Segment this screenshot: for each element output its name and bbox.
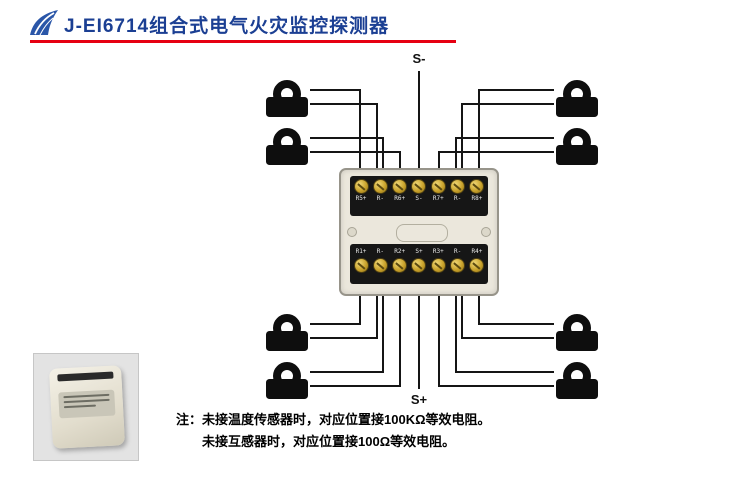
current-transformer-icon	[554, 79, 600, 119]
wire	[310, 89, 361, 178]
current-transformer-icon	[264, 127, 310, 167]
wire	[310, 287, 384, 373]
title-underline	[30, 40, 456, 43]
current-transformer-icon	[554, 361, 600, 401]
bus-label-s-plus: S+	[410, 392, 428, 407]
terminal-label: R2+	[394, 248, 406, 255]
terminal-label: R-	[376, 248, 384, 255]
product-photo	[33, 353, 139, 461]
note-line-2: 未接互感器时，对应位置接100Ω等效电阻。	[202, 434, 456, 449]
screw-row	[350, 256, 488, 273]
terminal-screw	[392, 179, 408, 194]
screw-row	[350, 176, 488, 194]
mounting-hole	[481, 227, 491, 237]
photo-text-line	[63, 393, 110, 399]
terminal-screw	[449, 258, 465, 273]
terminal-screw	[449, 179, 465, 194]
terminal-screw	[373, 258, 389, 273]
terminal-screw	[468, 179, 484, 194]
note-text: 注：未接温度传感器时，对应位置接100KΩ等效电阻。 未接互感器时，对应位置接1…	[176, 409, 491, 453]
terminal-label: S-	[415, 195, 423, 202]
terminal-screw	[430, 258, 446, 273]
terminal-label: R6+	[394, 195, 406, 202]
current-transformer-icon	[264, 361, 310, 401]
wire	[455, 287, 554, 373]
mounting-hole	[347, 227, 357, 237]
current-transformer-icon	[264, 79, 310, 119]
terminal-label: R5+	[355, 195, 367, 202]
terminal-screw	[354, 179, 369, 194]
wire	[478, 89, 554, 178]
terminal-label: R1+	[355, 248, 367, 255]
terminal-screw	[411, 258, 427, 273]
wire	[310, 287, 401, 387]
terminal-screw	[354, 258, 369, 273]
photo-label-area	[58, 389, 116, 419]
terminal-label: R-	[454, 195, 462, 202]
terminal-labels-bottom: R1+ R- R2+ S+ R3+ R- R4+	[350, 244, 488, 256]
terminal-label: R8+	[471, 195, 483, 202]
terminal-label: R4+	[471, 248, 483, 255]
current-transformer-icon	[554, 313, 600, 353]
terminal-label: R-	[376, 195, 384, 202]
bus-label-s-minus: S-	[412, 51, 426, 66]
header: J-EI6714组合式电气火灾监控探测器	[0, 0, 729, 46]
photo-text-line	[63, 404, 97, 409]
wire	[461, 103, 554, 178]
terminal-screw	[430, 179, 446, 194]
terminal-screw	[468, 258, 484, 273]
terminal-screw	[411, 179, 427, 194]
current-transformer-icon	[554, 127, 600, 167]
terminal-label: R-	[454, 248, 462, 255]
wire	[438, 287, 554, 387]
product-photo-device	[48, 365, 126, 449]
photo-terminal-strip	[57, 371, 114, 382]
terminal-labels-top: R5+ R- R6+ S- R7+ R- R8+	[350, 194, 488, 203]
note-line-1: 注：未接温度传感器时，对应位置接100KΩ等效电阻。	[176, 409, 491, 431]
terminal-strip-top: R5+ R- R6+ S- R7+ R- R8+	[350, 176, 488, 216]
terminal-label: R7+	[432, 195, 444, 202]
terminal-label: S+	[415, 248, 423, 255]
current-transformer-icon	[264, 313, 310, 353]
photo-text-line	[63, 398, 110, 404]
terminal-screw	[373, 179, 389, 194]
terminal-strip-bottom: R1+ R- R2+ S+ R3+ R- R4+	[350, 244, 488, 284]
terminal-screw	[392, 258, 408, 273]
wire	[310, 103, 378, 178]
detector-device: R5+ R- R6+ S- R7+ R- R8+ R1+ R- R2+ S+ R…	[339, 168, 499, 296]
note-prefix: 注：	[176, 412, 203, 427]
page-title: J-EI6714组合式电气火灾监控探测器	[64, 16, 390, 37]
brand-logo-icon	[30, 10, 58, 36]
terminal-label: R3+	[432, 248, 444, 255]
note-line-1-text: 未接温度传感器时，对应位置接100KΩ等效电阻。	[202, 412, 491, 427]
device-center-slot	[396, 224, 448, 242]
